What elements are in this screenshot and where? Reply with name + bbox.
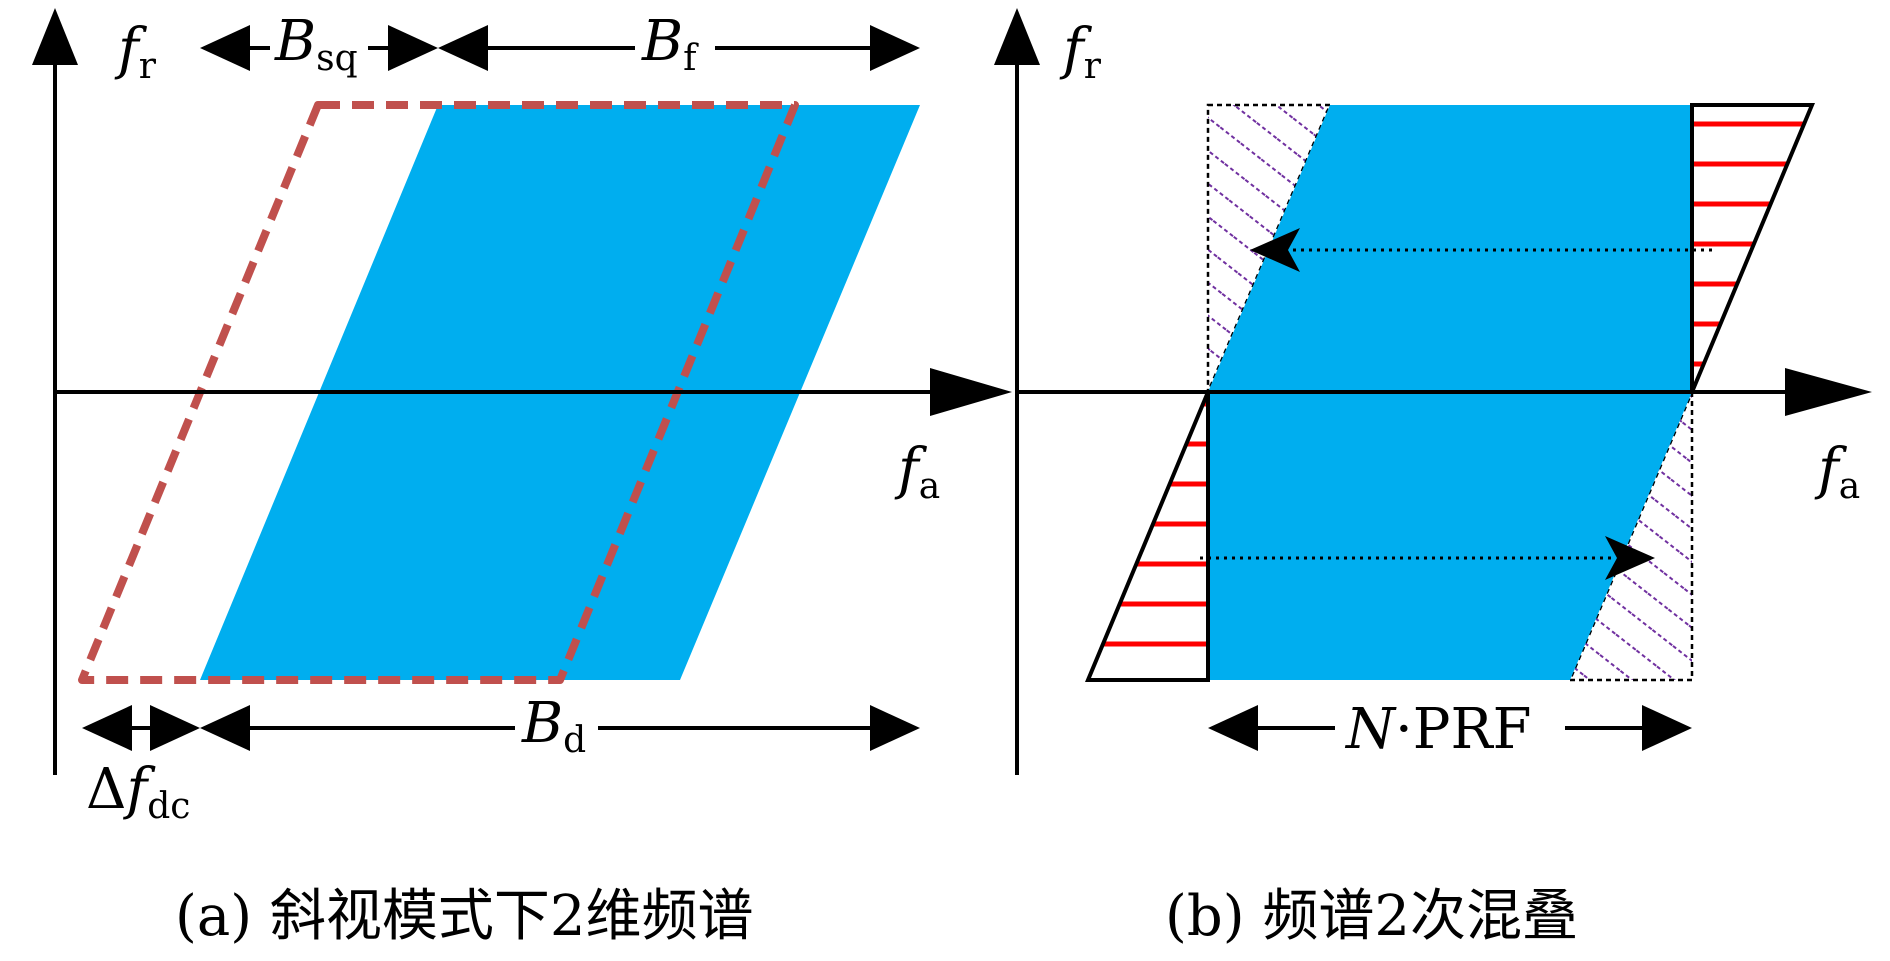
y-axis-label: fr	[114, 17, 157, 87]
folded-region-lower-left	[1085, 391, 1210, 682]
panel-a: fr fa Bsq Bf	[32, 8, 1012, 949]
bf-label: Bf	[641, 9, 699, 79]
x-axis-arrowhead	[930, 368, 1012, 416]
bf-dimension: Bf	[438, 9, 920, 79]
prf-dimension: N·PRF	[1208, 697, 1692, 762]
y-axis-label: fr	[1059, 17, 1102, 87]
dfdc-dimension: Δfdc	[82, 705, 200, 827]
x-axis-label: fa	[894, 437, 940, 507]
bd-dimension: Bd	[200, 691, 920, 761]
squint-outline	[78, 101, 799, 684]
prf-label: N·PRF	[1344, 697, 1532, 762]
bsq-dimension: Bsq	[200, 9, 438, 79]
bsq-label: Bsq	[274, 9, 358, 79]
x-axis-arrowhead	[1785, 368, 1872, 416]
caption-a: (a) 斜视模式下2维频谱	[175, 884, 754, 949]
y-axis-arrowhead	[32, 8, 78, 65]
fold-arrowhead-upper	[1250, 228, 1300, 272]
x-axis-label: fa	[1814, 437, 1860, 507]
y-axis-arrowhead	[994, 8, 1040, 65]
panel-b: fr fa N·PRF (b) 频谱2次混叠	[994, 8, 1872, 949]
fold-arrowhead-lower	[1605, 536, 1655, 580]
bd-label: Bd	[521, 691, 586, 761]
caption-b: (b) 频谱2次混叠	[1165, 884, 1578, 949]
dfdc-label: Δfdc	[86, 757, 190, 827]
